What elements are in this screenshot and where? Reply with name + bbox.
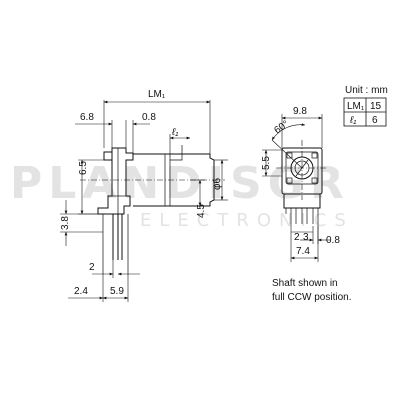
dim-0-8-side-label: 0.8 [142, 112, 156, 123]
dim-7-4-label: 7.4 [296, 246, 310, 257]
dim-4-5-label: 4.5 [196, 204, 207, 218]
dim-5-5-label: 5.5 [261, 156, 272, 170]
dim-0-8-front-label: 0.8 [326, 235, 340, 246]
watermark-brand: PLANDISGR [10, 158, 350, 209]
dim-4-5: 4.5 [190, 179, 207, 218]
dim-6-5-label: 6.5 [78, 161, 89, 175]
dim-2-3-front: 2 3 [291, 231, 313, 243]
unit-table: Unit : mm LM₁ 15 ℓ₁ 6 [343, 85, 388, 127]
unit-table-row2-value: 6 [372, 115, 378, 126]
unit-table-title: Unit : mm [345, 85, 388, 96]
dim-l1-label: ℓ₁ [171, 127, 178, 138]
dim-3-8: 3.8 [60, 200, 103, 246]
dim-0-8-side: 0.8 [125, 112, 156, 148]
shaft-note: Shaft shown in full CCW position. [272, 278, 351, 303]
side-view-body [97, 147, 134, 275]
dim-5-9: 5.9 [102, 286, 129, 300]
dim-dia6: φ6 [212, 159, 228, 201]
front-view-body [276, 140, 328, 200]
unit-table-row1-label: LM₁ [347, 101, 365, 112]
front-view: 9.8 60° 5.5 2 3 7.4 [261, 106, 340, 262]
dim-3-8-label: 3.8 [60, 216, 71, 230]
dim-2-side: 2 [89, 260, 140, 278]
dim-5-9-label: 5.9 [110, 286, 124, 297]
watermark: PLANDISGR ELECTRONICS [10, 158, 354, 231]
dim-0-8-front: 0.8 [300, 226, 340, 246]
dim-2-side-label: 2 [89, 262, 95, 273]
dim-2-front-label: 2 [294, 232, 300, 243]
dim-2-4-label: 2.4 [74, 286, 88, 297]
dim-6-8-label: 6.8 [80, 112, 94, 123]
dim-lm1: LM₁ [103, 89, 211, 154]
shaft-note-line2: full CCW position. [272, 292, 351, 303]
dim-5-5: 5.5 [261, 149, 282, 177]
dim-3-front-label: 3 [303, 232, 309, 243]
watermark-sub: ELECTRONICS [140, 210, 354, 231]
dim-lm1-label: LM₁ [148, 89, 166, 100]
front-view-pins [283, 193, 321, 224]
dim-60deg-label: 60° [272, 119, 291, 137]
side-view-shaft [80, 145, 225, 207]
side-view: LM₁ 6.8 0.8 ℓ₁ 6.5 [60, 89, 228, 302]
dim-l1: ℓ₁ [169, 127, 191, 154]
dim-dia6-label: φ6 [212, 178, 223, 190]
unit-table-row1-value: 15 [370, 101, 382, 112]
dim-6-8: 6.8 [75, 112, 134, 153]
dim-9-8-label: 9.8 [293, 106, 307, 117]
shaft-note-line1: Shaft shown in [272, 278, 338, 289]
unit-table-row2-label: ℓ₁ [349, 115, 356, 126]
